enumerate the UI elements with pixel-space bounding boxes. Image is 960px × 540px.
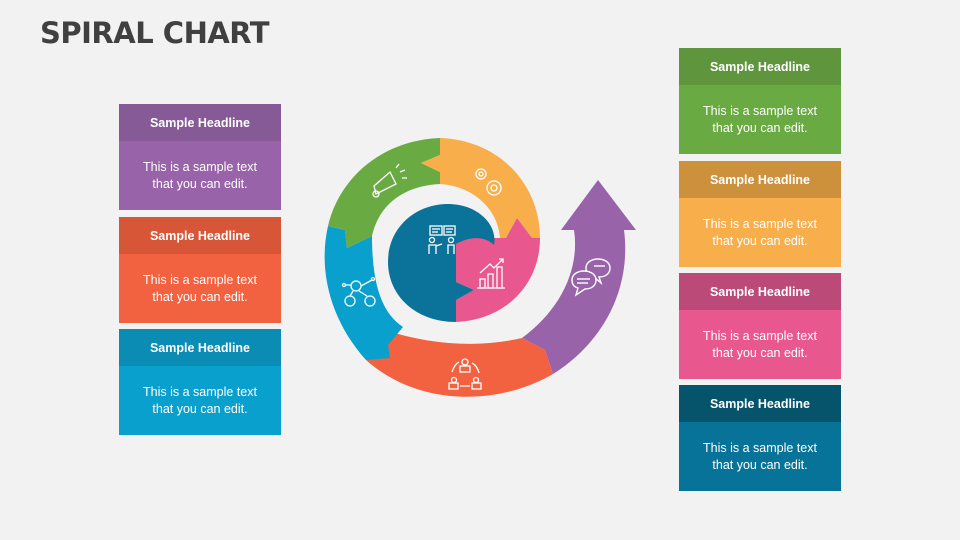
- card-text-line: This is a sample text: [143, 159, 257, 174]
- network-people-icon: [341, 276, 376, 307]
- spiral-segment-pink[interactable]: [456, 218, 540, 322]
- card-right-4[interactable]: Sample Headline This is a sample text tha…: [679, 385, 841, 491]
- card-text-line: This is a sample text: [143, 272, 257, 287]
- card-body: This is a sample text that you can edit.: [679, 85, 841, 154]
- card-text-line: that you can edit.: [712, 233, 808, 248]
- card-text-line: This is a sample text: [703, 440, 817, 455]
- growth-chart-icon: [477, 258, 505, 289]
- card-right-1[interactable]: Sample Headline This is a sample text tha…: [679, 48, 841, 154]
- card-text-line: that you can edit.: [152, 176, 248, 191]
- spiral-segment-green[interactable]: [328, 138, 440, 248]
- card-text-line: that you can edit.: [712, 345, 808, 360]
- card-text-line: that you can edit.: [712, 120, 808, 135]
- spiral-segment-red[interactable]: [366, 330, 553, 397]
- card-text-line: This is a sample text: [143, 384, 257, 399]
- card-right-2[interactable]: Sample Headline This is a sample text tha…: [679, 161, 841, 267]
- card-headline: Sample Headline: [119, 217, 281, 254]
- card-text-line: This is a sample text: [703, 216, 817, 231]
- card-left-3[interactable]: Sample Headline This is a sample text tha…: [119, 329, 281, 435]
- card-headline: Sample Headline: [119, 104, 281, 141]
- spiral-core-teal[interactable]: [388, 204, 495, 322]
- card-text-line: that you can edit.: [152, 401, 248, 416]
- card-headline: Sample Headline: [679, 385, 841, 422]
- gears-icon: [475, 168, 502, 196]
- card-left-2[interactable]: Sample Headline This is a sample text tha…: [119, 217, 281, 323]
- presentation-people-icon: [428, 225, 456, 254]
- card-text-line: This is a sample text: [703, 328, 817, 343]
- card-body: This is a sample text that you can edit.: [119, 254, 281, 323]
- spiral-segment-orange[interactable]: [421, 138, 540, 238]
- team-cycle-icon: [448, 358, 482, 390]
- slide-title: SPIRAL CHART: [40, 16, 270, 50]
- spiral-segment-blue[interactable]: [324, 226, 403, 360]
- card-body: This is a sample text that you can edit.: [119, 366, 281, 435]
- card-body: This is a sample text that you can edit.: [679, 198, 841, 267]
- card-right-3[interactable]: Sample Headline This is a sample text tha…: [679, 273, 841, 379]
- megaphone-icon: [372, 163, 407, 198]
- card-headline: Sample Headline: [119, 329, 281, 366]
- card-body: This is a sample text that you can edit.: [679, 422, 841, 491]
- card-body: This is a sample text that you can edit.: [119, 141, 281, 210]
- card-left-1[interactable]: Sample Headline This is a sample text tha…: [119, 104, 281, 210]
- chat-bubbles-icon: [571, 258, 611, 297]
- card-text-line: This is a sample text: [703, 103, 817, 118]
- card-headline: Sample Headline: [679, 161, 841, 198]
- card-text-line: that you can edit.: [152, 289, 248, 304]
- card-headline: Sample Headline: [679, 48, 841, 85]
- card-text-line: that you can edit.: [712, 457, 808, 472]
- card-headline: Sample Headline: [679, 273, 841, 310]
- card-body: This is a sample text that you can edit.: [679, 310, 841, 379]
